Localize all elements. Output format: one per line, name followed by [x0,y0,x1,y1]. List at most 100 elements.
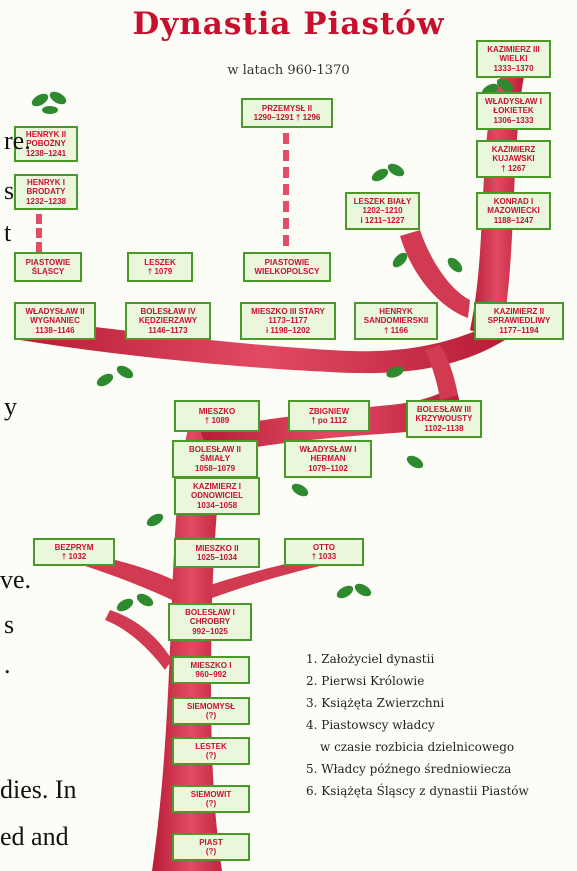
node-line: BEZPRYM [54,542,94,552]
node-line: LESZEK [144,257,176,267]
dashed-connector-slaski [36,214,42,252]
node-line: 992–1025 [192,626,228,636]
legend-item: w czasie rozbicia dzielnicowego [320,740,515,754]
node-line: (?) [205,799,217,808]
dashed-connector-wielkopolski [283,133,289,246]
node-line: LESZEK BIAŁY [353,197,412,207]
legend-item: 3. Książęta Zwierzchni [306,696,445,710]
branch-level-1138 [20,318,505,374]
chart-title: Dynastia Piastów [132,6,445,42]
node-line: CHROBRY [189,617,231,627]
node-line: i 1198–1202 [265,325,311,335]
node-line: 1306–1333 [493,115,534,125]
clipped-text: dies. In [0,775,77,804]
node-line: MIESZKO [198,406,236,416]
node-piast: PIAST(?) [172,833,250,861]
node-line: WŁADYSŁAW II [25,307,85,317]
node-line: KAZIMIERZ II [493,307,545,317]
node-line: 1238–1241 [25,148,67,158]
node-line: 1034–1058 [196,500,238,510]
node-line: 1202–1210 [362,206,403,216]
clipped-text: ed and [0,822,69,851]
node-line: (?) [205,847,217,856]
node-line: HENRYK II [25,130,67,140]
node-line: † 1079 [147,267,173,276]
legend-item: 6. Książęta Śląscy z dynastii Piastów [306,784,529,798]
node-line: 1173–1177 [268,316,308,326]
node-line: 1188–1247 [493,215,534,225]
node-line: 1177–1194 [499,325,539,335]
node-line: † 1267 [501,163,526,173]
node-line: 1290–1291 † 1296 [253,113,321,122]
node-line: KUJAWSKI [492,154,535,164]
node-line: BOLESŁAW II [189,445,241,455]
node-line: KONRAD I [493,197,534,207]
node-line: BOLESŁAW III [416,405,472,415]
node-line: ŁOKIETEK [493,106,534,116]
node-line: 1102–1138 [424,423,464,433]
node-line: SPRAWIEDLIWY [487,316,551,326]
clipped-text: s [4,176,15,205]
branch-otto [210,556,320,598]
node-line: BOLESŁAW I [185,608,235,618]
node-line: WŁADYSŁAW I [485,97,542,107]
node-line: 1333–1370 [493,63,534,73]
clipped-text: s [4,610,15,639]
node-line: KAZIMIERZ I [193,482,241,492]
node-line: † po 1112 [311,416,347,425]
leaf-cluster [31,78,514,612]
branch-leszek-bialy [400,230,470,318]
node-line: OTTO [312,542,336,552]
node-line: ŚLĄSCY [31,267,65,276]
node-line: MIESZKO II [195,543,239,553]
clipped-text: ve. [0,565,32,594]
branch-connector [425,345,458,400]
node-siemowit: SIEMOWIT(?) [172,785,250,813]
node-siemomysl: SIEMOMYSŁ(?) [172,697,250,725]
node-line: SIEMOMYSŁ [186,701,235,711]
node-line: 1146–1173 [148,325,188,335]
node-line: KAZIMIERZ [491,145,536,155]
root-left [105,610,172,670]
node-line: PIASTOWIE [264,257,310,267]
legend: 1. Założyciel dynastii 2. Pierwsi Królow… [306,648,577,802]
node-line: 1079–1102 [308,463,348,473]
node-line: † 1033 [311,552,337,561]
legend-item: 5. Władcy późnego średniowiecza [306,762,512,776]
node-line: ODNOWICIEL [191,491,243,501]
node-line: BOLESŁAW IV [140,307,196,317]
clipped-text: . [4,650,11,679]
node-line: 960–992 [195,670,227,679]
node-line: 1232–1238 [25,196,67,206]
chart-subtitle: w latach 960-1370 [227,63,350,78]
node-line: ZBIGNIEW [309,406,349,416]
node-line: WIELKI [499,54,528,64]
node-line: 1138–1146 [35,325,75,335]
node-line: (?) [205,711,217,720]
node-line: LESTEK [195,741,227,751]
node-line: † 1089 [204,416,230,425]
node-line: i 1211–1227 [360,215,405,225]
node-line: WYGNANIEC [30,316,80,326]
legend-item: 1. Założyciel dynastii [306,652,435,666]
node-line: 1025–1034 [196,553,238,562]
node-line: HENRYK I [27,178,65,188]
node-line: PRZEMYSŁ II [261,103,313,113]
node-line: POBOŻNY [26,139,66,149]
